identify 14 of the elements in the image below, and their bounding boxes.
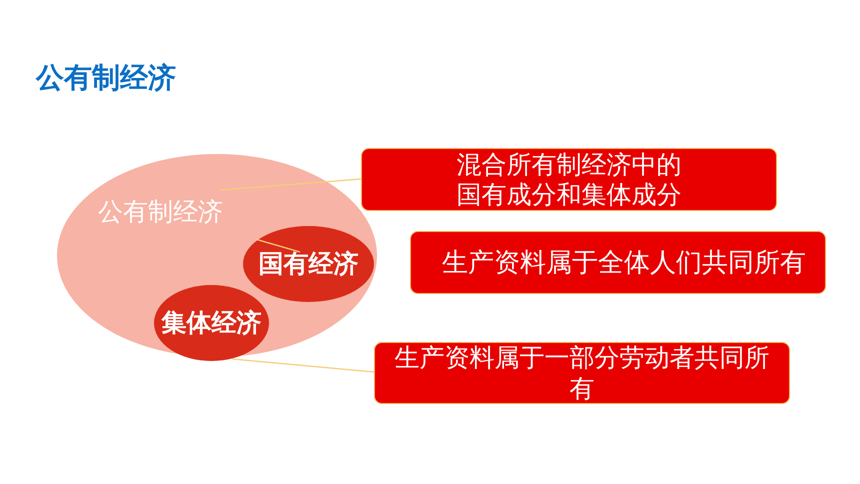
ellipse-label: 国有经济 (258, 249, 358, 279)
title: 公有制经济 (36, 60, 176, 96)
box-text: 生产资料属于一部分劳动者共同所有 (394, 342, 770, 404)
ellipse-label: 公有制经济 (98, 197, 223, 227)
leader-line (232, 358, 374, 373)
callout-box (361, 148, 777, 211)
ellipse-label: 集体经济 (162, 308, 262, 338)
ellipse (154, 285, 269, 361)
leader-line (220, 178, 362, 191)
leader-line (254, 238, 300, 253)
box-text: 混合所有制经济中的国有成分和集体成分 (456, 150, 682, 210)
ellipse (243, 226, 374, 302)
callout-box (410, 231, 826, 294)
box-text: 生产资料属于全体人们共同所有 (442, 246, 806, 278)
